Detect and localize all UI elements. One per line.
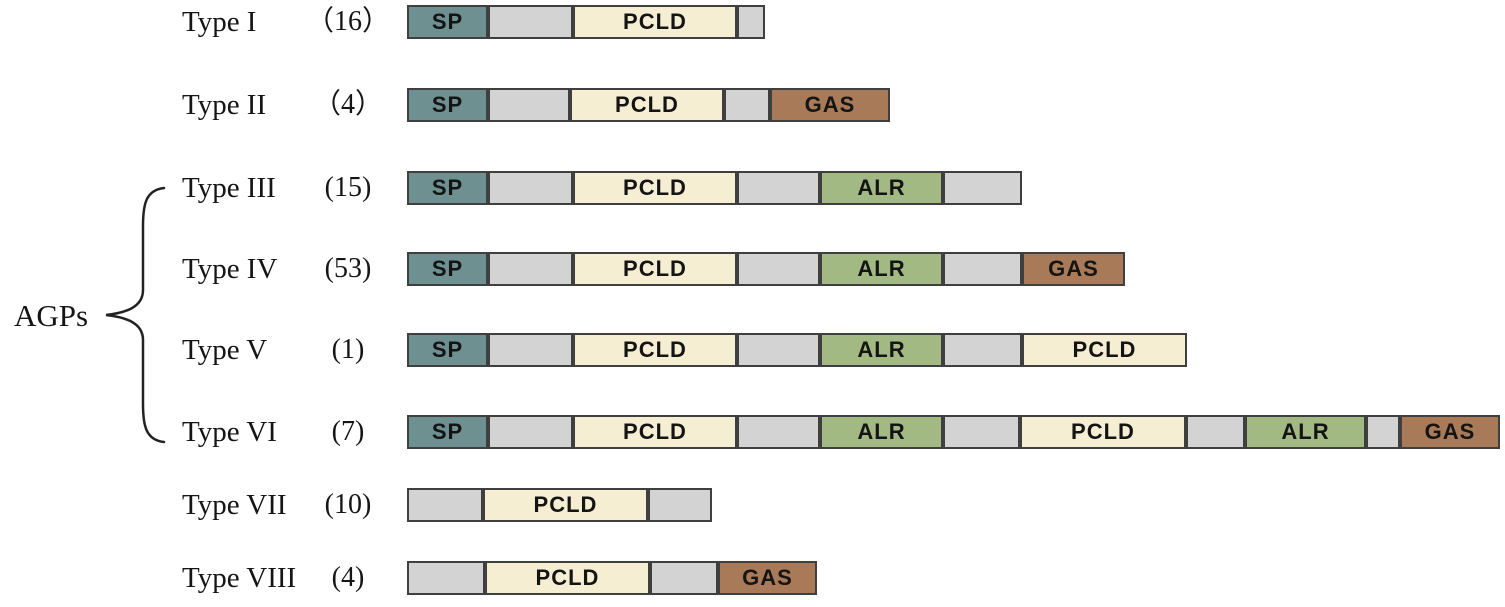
group-brace [105,186,166,444]
domain-bar: SP PCLD GAS [407,88,890,122]
type-row: Type III (15) SP PCLD ALR [0,171,1505,205]
domain-segment-pcld: PCLD [573,5,737,39]
type-row: Type VIII (4) PCLD GAS [0,561,1505,595]
linker-segment [407,561,485,595]
type-label: Type VIII [182,562,297,594]
linker-segment [1186,415,1245,449]
type-row: Type V (1) SP PCLD ALR PCLD [0,333,1505,367]
domain-bar: PCLD [407,488,712,522]
type-count: （4） [312,89,383,120]
domain-segment-pcld: PCLD [483,488,648,522]
linker-segment [943,171,1022,205]
linker-segment [488,252,573,286]
domain-segment-pcld: PCLD [573,333,737,367]
domain-segment-sp: SP [407,88,488,122]
linker-segment [943,415,1020,449]
domain-segment-sp: SP [407,5,488,39]
domain-segment-pcld: PCLD [1020,415,1186,449]
linker-segment [737,252,820,286]
linker-segment [943,252,1022,286]
domain-segment-gas: GAS [1400,415,1500,449]
linker-segment [737,333,820,367]
type-count: (7) [331,416,365,447]
domain-segment-sp: SP [407,415,488,449]
type-label: Type I [182,6,257,38]
linker-segment [724,88,770,122]
type-count: (15) [324,172,372,203]
domain-segment-alr: ALR [820,415,943,449]
linker-segment [488,88,570,122]
linker-segment [488,415,573,449]
type-row: Type VI (7) SP PCLD ALR PCLD ALR GAS [0,415,1505,449]
linker-segment [650,561,718,595]
domain-segment-pcld: PCLD [573,252,737,286]
linker-segment [488,333,573,367]
domain-segment-alr: ALR [820,333,943,367]
type-count: （16） [305,6,390,37]
linker-segment [488,171,573,205]
domain-segment-pcld: PCLD [573,171,737,205]
linker-segment [488,5,573,39]
domain-segment-pcld: PCLD [1022,333,1187,367]
linker-segment [1366,415,1400,449]
domain-bar: SP PCLD ALR PCLD [407,333,1187,367]
domain-segment-gas: GAS [718,561,817,595]
domain-bar: SP PCLD ALR [407,171,1022,205]
type-label: Type V [182,334,268,366]
type-row: Type IV (53) SP PCLD ALR GAS [0,252,1505,286]
domain-segment-sp: SP [407,333,488,367]
domain-segment-sp: SP [407,252,488,286]
domain-segment-alr: ALR [1245,415,1366,449]
type-row: Type II （4） SP PCLD GAS [0,88,1505,122]
linker-segment [737,5,765,39]
linker-segment [407,488,483,522]
domain-bar: SP PCLD ALR PCLD ALR GAS [407,415,1500,449]
linker-segment [737,171,820,205]
domain-bar: SP PCLD ALR GAS [407,252,1125,286]
domain-segment-pcld: PCLD [485,561,650,595]
domain-bar: SP PCLD [407,5,765,39]
linker-segment [737,415,820,449]
type-row: Type VII (10) PCLD [0,488,1505,522]
domain-segment-sp: SP [407,171,488,205]
linker-segment [943,333,1022,367]
type-label: Type III [182,172,276,204]
domain-segment-pcld: PCLD [570,88,724,122]
domain-bar: PCLD GAS [407,561,817,595]
type-label: Type VII [182,489,287,521]
group-label-agps: AGPs [13,298,89,333]
type-label: Type IV [182,253,278,285]
type-label: Type II [182,89,267,121]
type-count: (53) [324,253,372,284]
linker-segment [648,488,712,522]
domain-segment-pcld: PCLD [573,415,737,449]
domain-segment-alr: ALR [820,171,943,205]
domain-segment-gas: GAS [770,88,890,122]
type-row: Type I （16） SP PCLD [0,5,1505,39]
type-count: (1) [331,334,365,365]
type-count: (4) [331,562,365,593]
domain-segment-gas: GAS [1022,252,1125,286]
type-label: Type VI [182,416,277,448]
type-count: (10) [324,489,372,520]
domain-segment-alr: ALR [820,252,943,286]
